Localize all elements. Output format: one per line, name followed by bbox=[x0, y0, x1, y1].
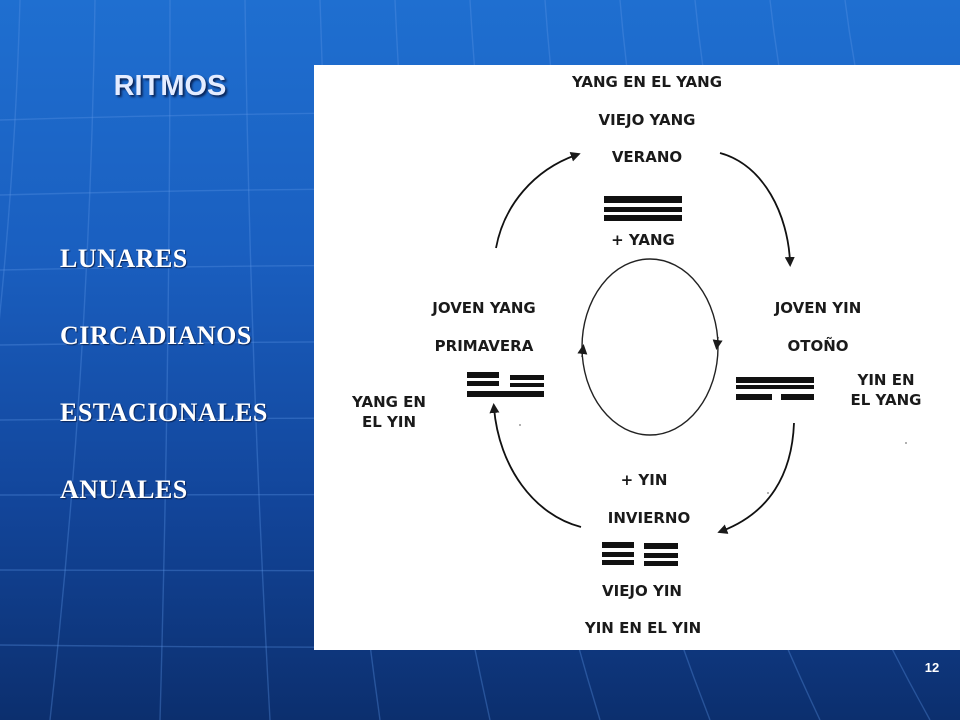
page-number: 12 bbox=[924, 660, 940, 675]
label-yin-en-el-yin: YIN EN EL YIN bbox=[584, 619, 701, 637]
label-yin-en: YIN EN bbox=[856, 371, 914, 389]
trigram-joven-yin bbox=[736, 377, 814, 400]
label-el-yin: EL YIN bbox=[362, 413, 416, 431]
outer-cycle-arrows bbox=[489, 151, 795, 534]
list-item-estacionales: ESTACIONALES bbox=[60, 398, 268, 427]
list-item-circadianos: CIRCADIANOS bbox=[60, 321, 252, 350]
label-primavera: PRIMAVERA bbox=[435, 337, 534, 355]
label-verano: VERANO bbox=[612, 148, 682, 166]
inner-cycle-circle bbox=[577, 258, 723, 436]
rhythm-list: LUNARES CIRCADIANOS ESTACIONALES ANUALES bbox=[60, 240, 268, 548]
label-mas-yin: + YIN bbox=[621, 471, 668, 489]
list-item-anuales: ANUALES bbox=[60, 475, 188, 504]
label-yang-en-el-yang: YANG EN EL YANG bbox=[571, 73, 722, 91]
label-otono: OTOÑO bbox=[787, 336, 848, 355]
label-joven-yang: JOVEN YANG bbox=[431, 299, 535, 317]
list-item-lunares: LUNARES bbox=[60, 244, 188, 273]
trigram-joven-yang bbox=[467, 372, 544, 397]
scan-specks bbox=[519, 424, 907, 494]
yin-yang-cycle-diagram: YANG EN EL YANG VIEJO YANG VERANO + YANG… bbox=[314, 65, 960, 650]
slide-title: RITMOS bbox=[113, 70, 227, 102]
trigram-viejo-yin bbox=[602, 542, 678, 566]
label-viejo-yin: VIEJO YIN bbox=[602, 582, 682, 600]
trigram-viejo-yang bbox=[604, 196, 682, 221]
label-invierno: INVIERNO bbox=[608, 509, 690, 527]
label-el-yang: EL YANG bbox=[851, 391, 922, 409]
label-joven-yin: JOVEN YIN bbox=[774, 299, 862, 317]
label-yang-en: YANG EN bbox=[351, 393, 426, 411]
label-mas-yang: + YANG bbox=[611, 231, 675, 249]
diagram-canvas: YANG EN EL YANG VIEJO YANG VERANO + YANG… bbox=[351, 73, 922, 637]
label-viejo-yang: VIEJO YANG bbox=[599, 111, 696, 129]
